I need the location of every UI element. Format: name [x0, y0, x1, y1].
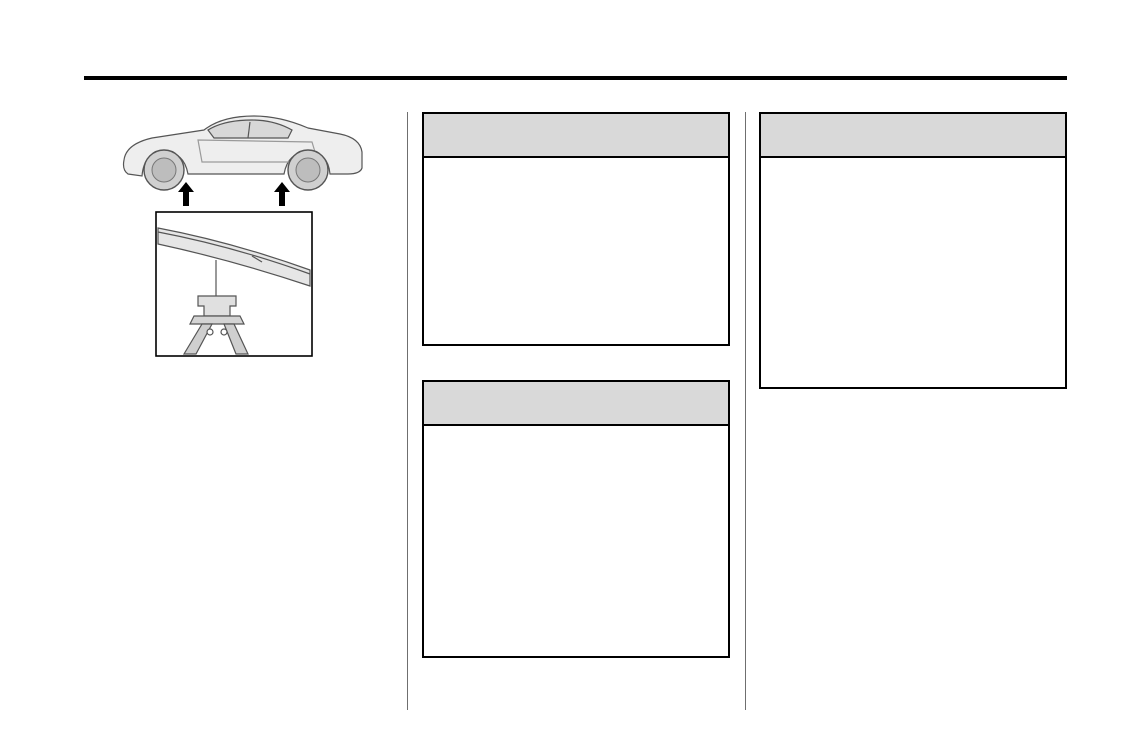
warning-box	[759, 112, 1067, 389]
warning-box-header	[424, 114, 728, 158]
warning-box-header	[424, 382, 728, 426]
column-divider	[407, 112, 408, 710]
column-divider	[745, 112, 746, 710]
car-lifting-points-icon	[112, 110, 382, 362]
warning-box-header	[761, 114, 1065, 158]
page-header-rule	[84, 76, 1067, 80]
warning-box	[422, 112, 730, 346]
warning-box	[422, 380, 730, 658]
